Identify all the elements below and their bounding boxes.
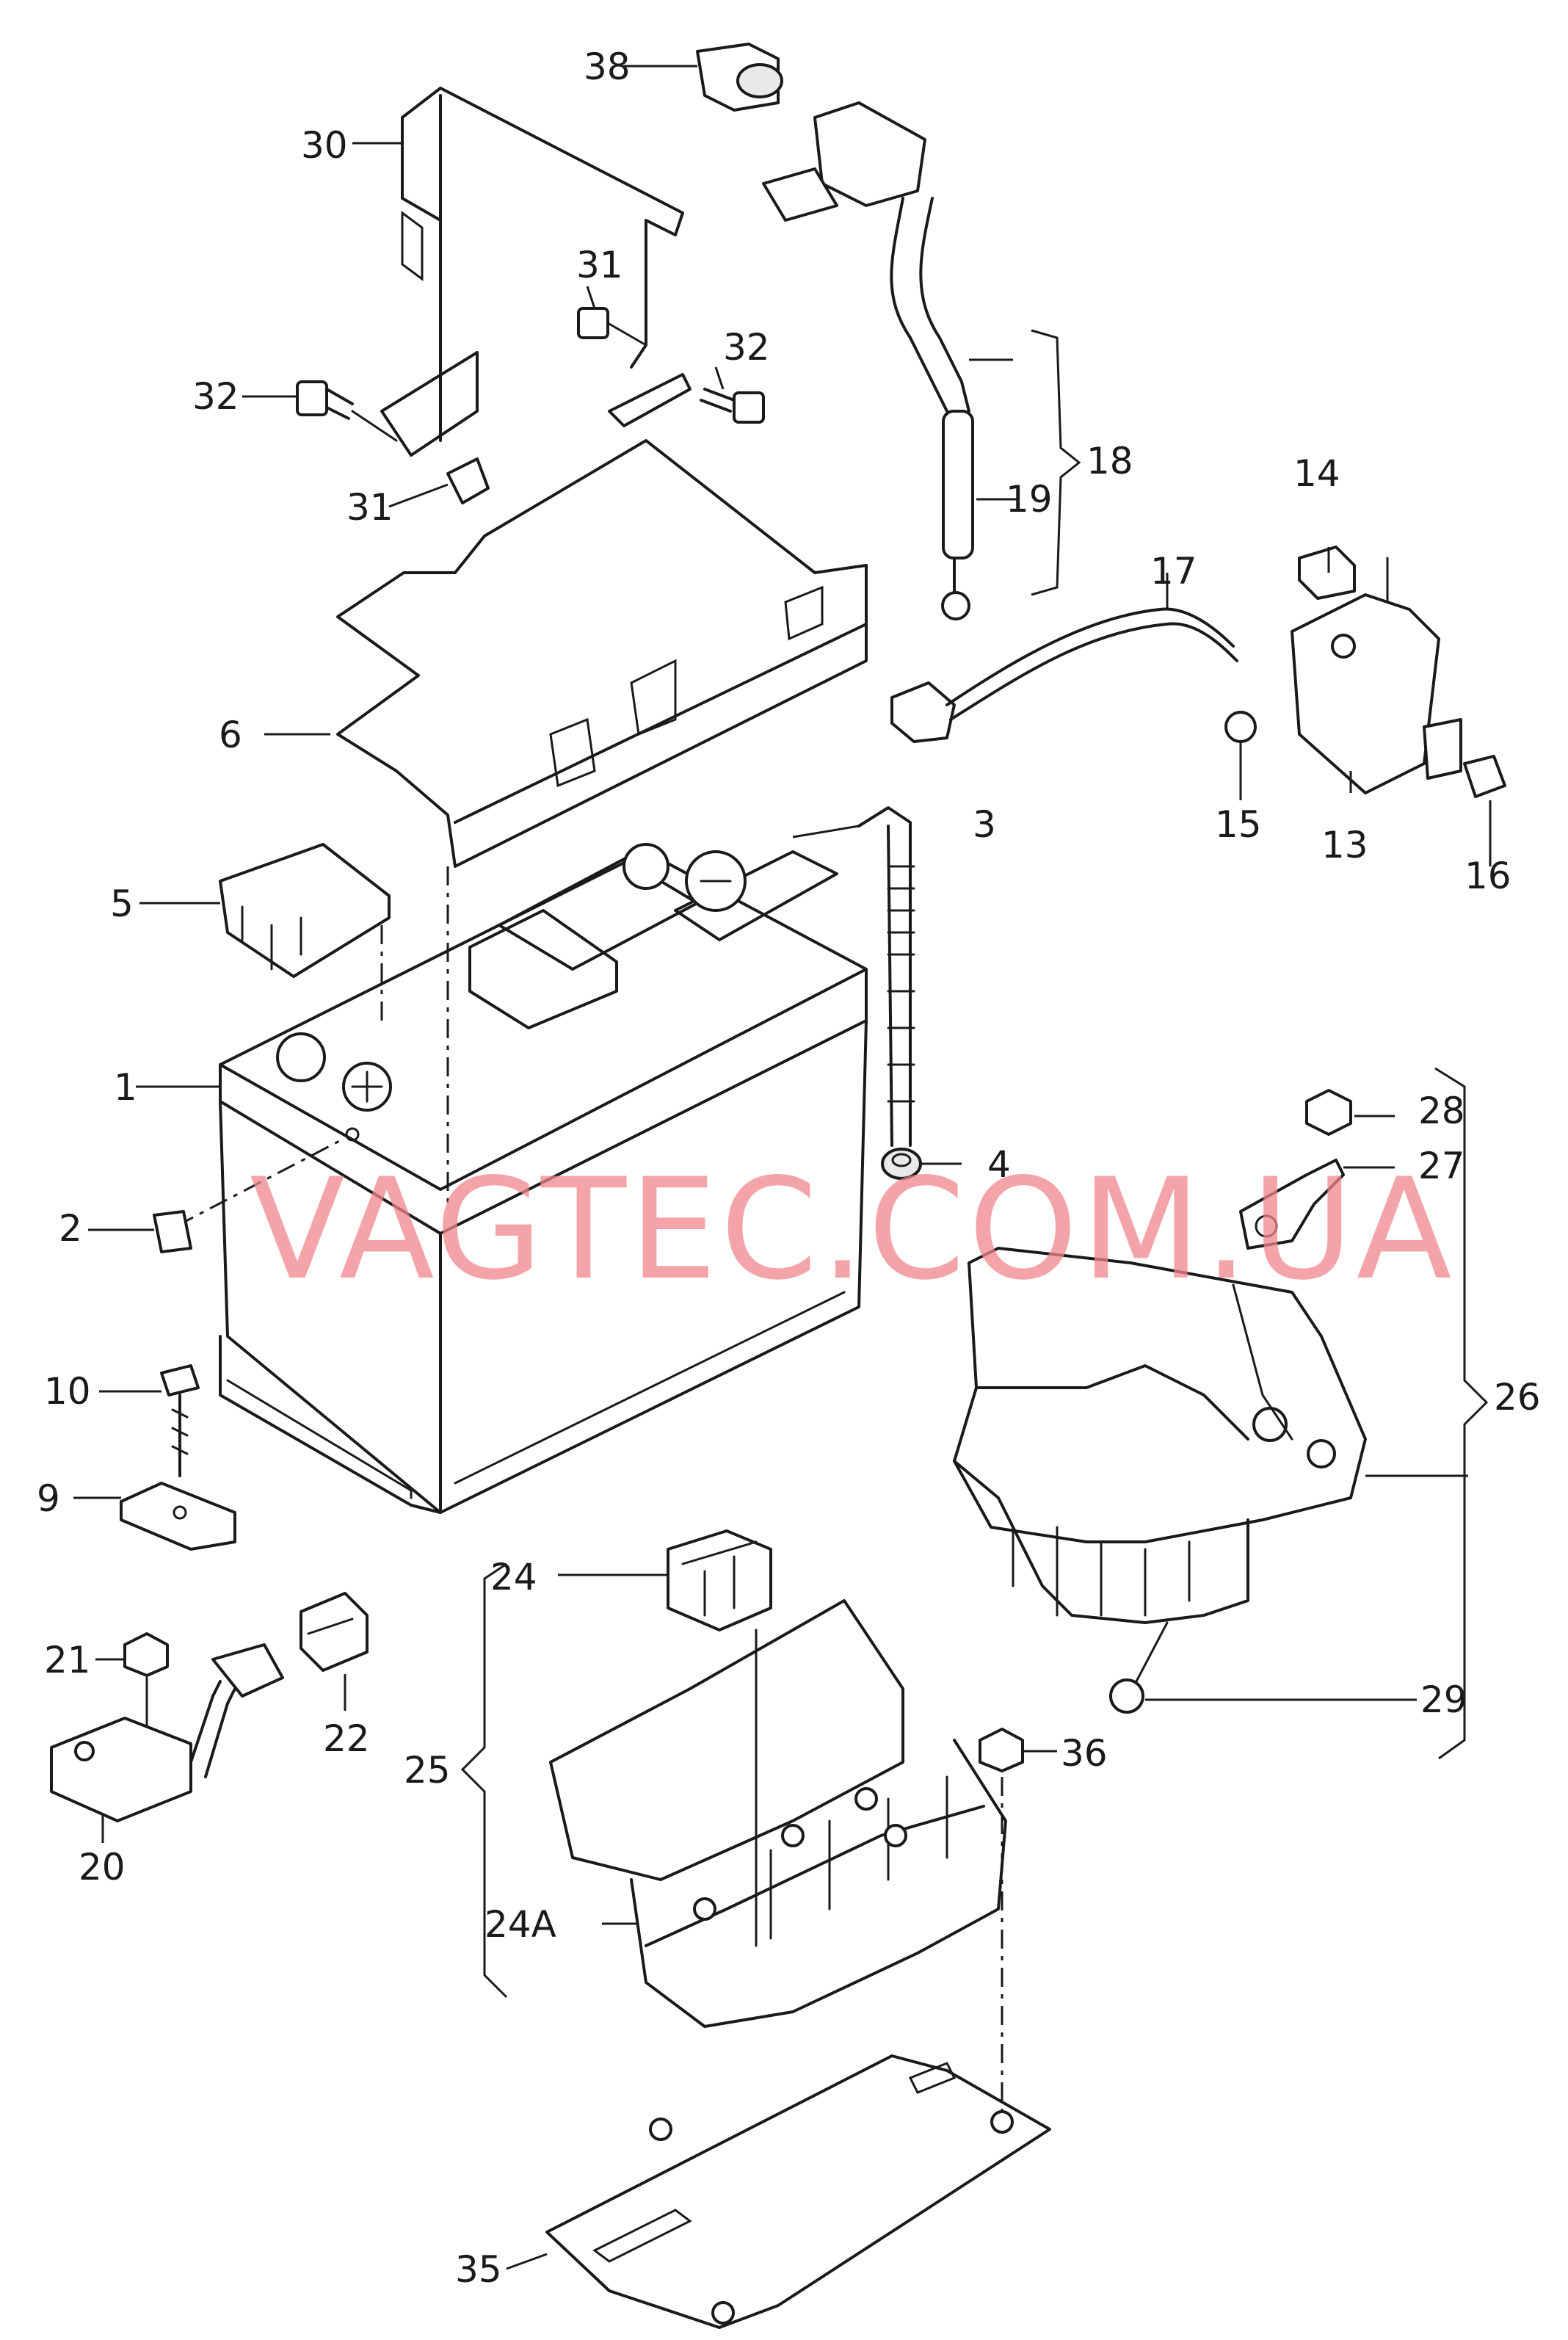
label-28: 28 (1418, 1090, 1465, 1132)
centerline-vent (175, 1137, 346, 1228)
label-15: 15 (1215, 803, 1262, 846)
base-plate-35 (545, 2054, 1051, 2329)
nut-36 (979, 1728, 1024, 1772)
cable-17 (890, 607, 1238, 743)
label-31-upper: 31 (576, 244, 623, 286)
label-17: 17 (1150, 550, 1197, 593)
vent-hose-3 (857, 806, 915, 1147)
battery-1 (219, 843, 868, 1514)
label-13: 13 (1321, 824, 1368, 866)
label-20: 20 (79, 1846, 126, 1888)
label-26: 26 (1494, 1376, 1541, 1419)
label-32-right: 32 (723, 326, 770, 369)
battery-cable-18 (762, 101, 974, 620)
label-14: 14 (1293, 452, 1340, 495)
label-22: 22 (323, 1717, 370, 1760)
nut-31-upper (577, 307, 647, 347)
hold-down-frame (380, 87, 692, 457)
connector-22 (300, 1592, 369, 1672)
label-36: 36 (1061, 1732, 1108, 1775)
terminal-cap-5 (219, 843, 391, 978)
label-3: 3 (973, 803, 996, 846)
module-13 (1291, 557, 1462, 794)
clip-16 (1463, 755, 1506, 798)
label-29: 29 (1420, 1678, 1467, 1721)
label-25: 25 (404, 1749, 451, 1792)
label-30: 30 (301, 124, 348, 167)
connector-38 (696, 43, 783, 112)
label-9: 9 (37, 1477, 60, 1520)
label-1: 1 (114, 1066, 137, 1109)
bolt-10 (160, 1364, 200, 1477)
bracket-27 (1239, 1159, 1345, 1250)
fuse-carrier-26 (953, 1247, 1367, 1624)
relay-24 (667, 1529, 772, 1947)
label-4: 4 (987, 1143, 1011, 1186)
label-24a: 24A (484, 1903, 556, 1946)
part-labels: 38 30 31 32 32 31 18 19 14 17 6 3 15 13 … (37, 46, 1541, 2291)
nut-15 (1224, 711, 1257, 743)
bolt-32-right (700, 388, 765, 424)
label-6: 6 (219, 714, 242, 756)
label-10: 10 (44, 1370, 91, 1413)
grommet-4 (881, 1148, 922, 1180)
label-24: 24 (490, 1556, 537, 1598)
sensor-20 (50, 1643, 284, 1822)
nut-28 (1305, 1089, 1352, 1136)
label-2: 2 (59, 1207, 82, 1250)
label-5: 5 (110, 883, 134, 925)
vent-plug-2 (153, 1210, 192, 1253)
label-16: 16 (1464, 855, 1511, 897)
label-21: 21 (44, 1639, 91, 1681)
brace-26 (1434, 1067, 1489, 1760)
label-35: 35 (455, 2248, 502, 2291)
label-27: 27 (1418, 1145, 1465, 1187)
fuse-box-25 (549, 1599, 1007, 2028)
cap-14 (1298, 546, 1356, 600)
bolt-32-left (296, 380, 398, 442)
label-19: 19 (1006, 478, 1053, 521)
brace-25 (460, 1562, 508, 1999)
clamp-9 (120, 1482, 236, 1551)
brace-18 (1031, 329, 1081, 596)
label-18: 18 (1086, 440, 1133, 482)
battery-cover-6 (336, 439, 868, 868)
label-38: 38 (584, 46, 631, 88)
watermark: VAGTEC.COM.UA (250, 1148, 1455, 1311)
nut-29 (1109, 1621, 1169, 1714)
leader-lines (73, 65, 1492, 2270)
label-31-lower: 31 (346, 486, 393, 529)
label-32-left: 32 (192, 375, 239, 418)
nut-31-lower (446, 457, 490, 504)
